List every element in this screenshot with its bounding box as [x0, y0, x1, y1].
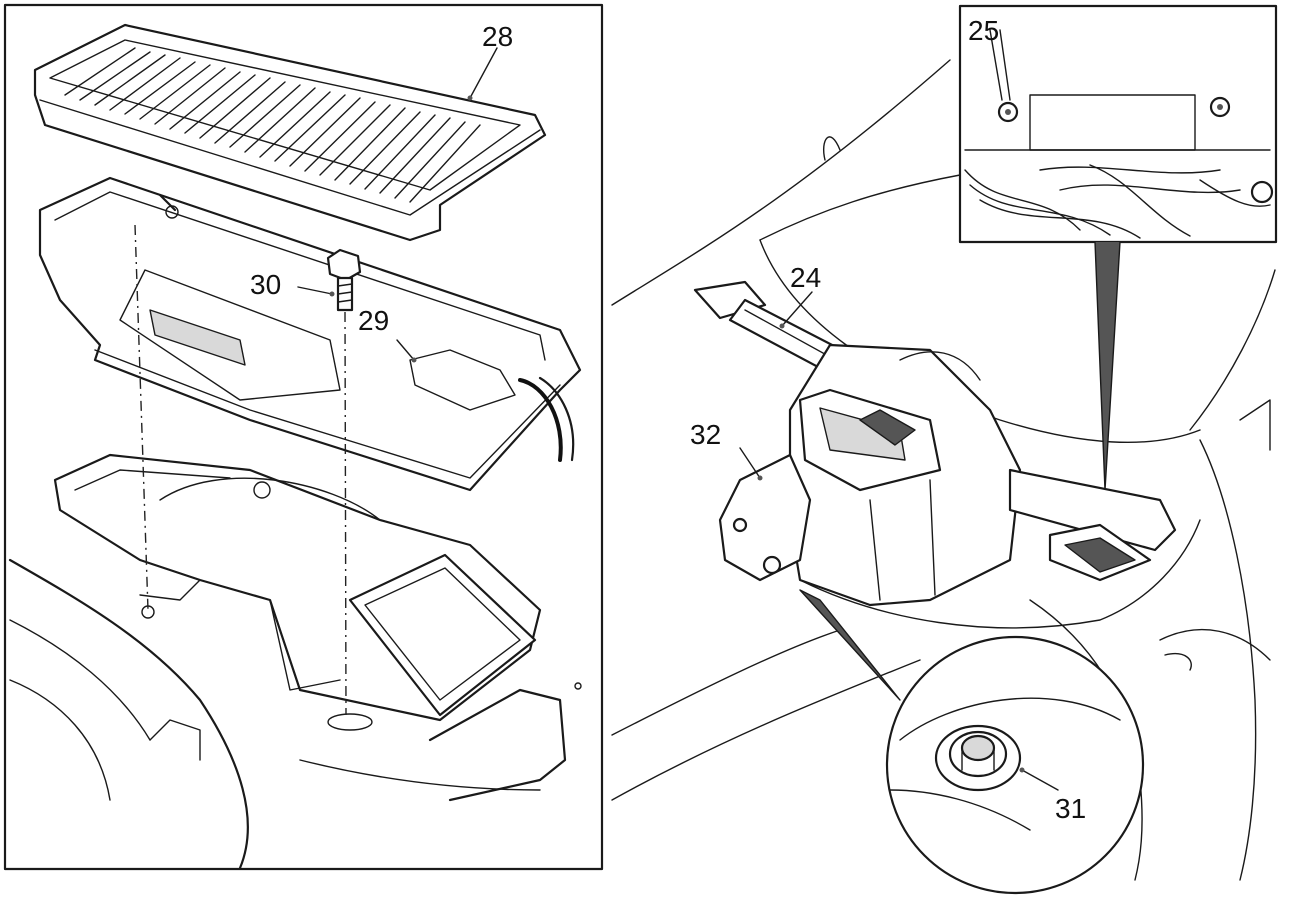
- filter-pleats: [64, 47, 481, 203]
- leader-29-dot: [411, 357, 417, 363]
- leader-24-dot: [779, 323, 785, 329]
- callout-31: 31: [1055, 793, 1086, 824]
- left-panel-frame: [3, 3, 604, 871]
- blower-housing: [53, 453, 542, 722]
- leader-31-dot: [1019, 767, 1025, 773]
- circle-pointer: [799, 589, 901, 701]
- bolt: [326, 248, 362, 312]
- leader-30-dot: [329, 291, 335, 297]
- callout-28: 28: [482, 21, 513, 52]
- assembly-lines: [134, 224, 347, 716]
- leader-28: [469, 47, 498, 99]
- right-panel: 24 25 32 31: [611, 4, 1278, 895]
- inset-pointer: [1094, 241, 1121, 491]
- callout-30: 30: [250, 269, 281, 300]
- leader-32-dot: [757, 475, 763, 481]
- callout-25: 25: [968, 15, 999, 46]
- detail-inset: [958, 4, 1278, 244]
- leader-29: [396, 339, 415, 361]
- body-contours: [8, 558, 582, 870]
- callout-24: 24: [790, 262, 821, 293]
- filter-housing-lid: [38, 176, 582, 492]
- leader-31: [1021, 769, 1059, 791]
- leader-24: [781, 291, 813, 327]
- leader-30: [297, 286, 333, 295]
- leader-32: [739, 447, 761, 479]
- left-panel: 28 30 29: [3, 3, 604, 871]
- pollen-filter-cover: [33, 23, 547, 242]
- inset-frame: [958, 4, 1278, 244]
- leader-28-dot: [467, 95, 473, 101]
- callout-32: 32: [690, 419, 721, 450]
- heater-unit: [718, 343, 1177, 607]
- bolt-detail-circle: [885, 635, 1145, 895]
- callout-29: 29: [358, 305, 389, 336]
